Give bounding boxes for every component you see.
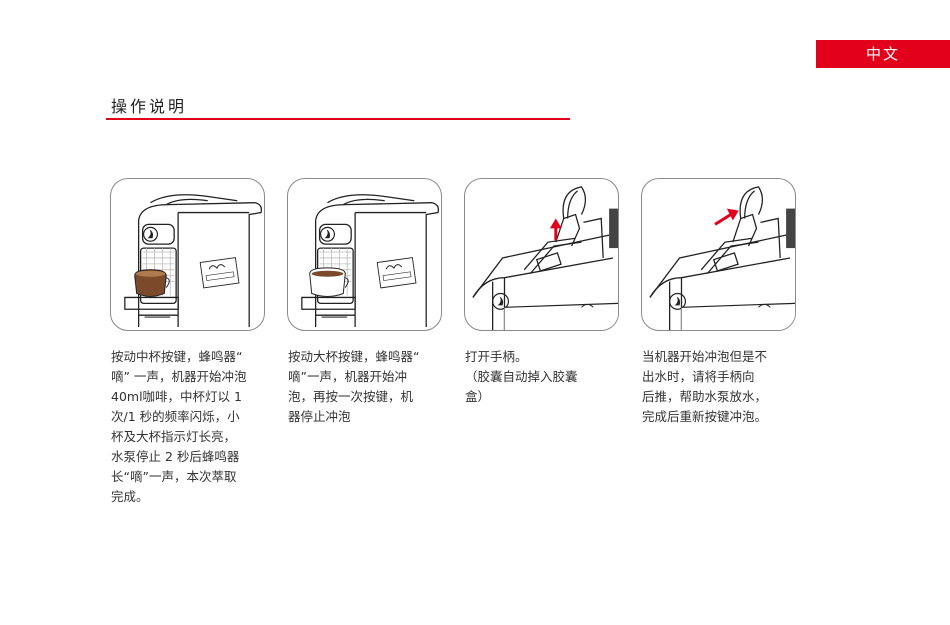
language-tab[interactable]: 中文 [816, 40, 950, 68]
step-4-text: 当机器开始冲泡但是不 出水时，请将手柄向 后推，帮助水泵放水， 完成后重新按键冲… [642, 347, 792, 427]
title-underline [106, 118, 570, 120]
step-3-text: 打开手柄。 （胶囊自动掉入胶囊 盒） [465, 347, 615, 407]
step-1-illustration [110, 178, 265, 331]
step-2-text: 按动大杯按键，蜂鸣器“ 嘀”一声，机器开始冲 泡，再按一次按键，机 器停止冲泡 [288, 347, 438, 427]
step-4-illustration [641, 178, 796, 331]
step-2-illustration [287, 178, 442, 331]
step-3-illustration [464, 178, 619, 331]
page-title: 操作说明 [111, 93, 187, 117]
step-1-text: 按动中杯按键，蜂鸣器“ 嘀” 一声，机器开始冲泡 40ml咖啡，中杯灯以 1 次… [111, 347, 261, 507]
